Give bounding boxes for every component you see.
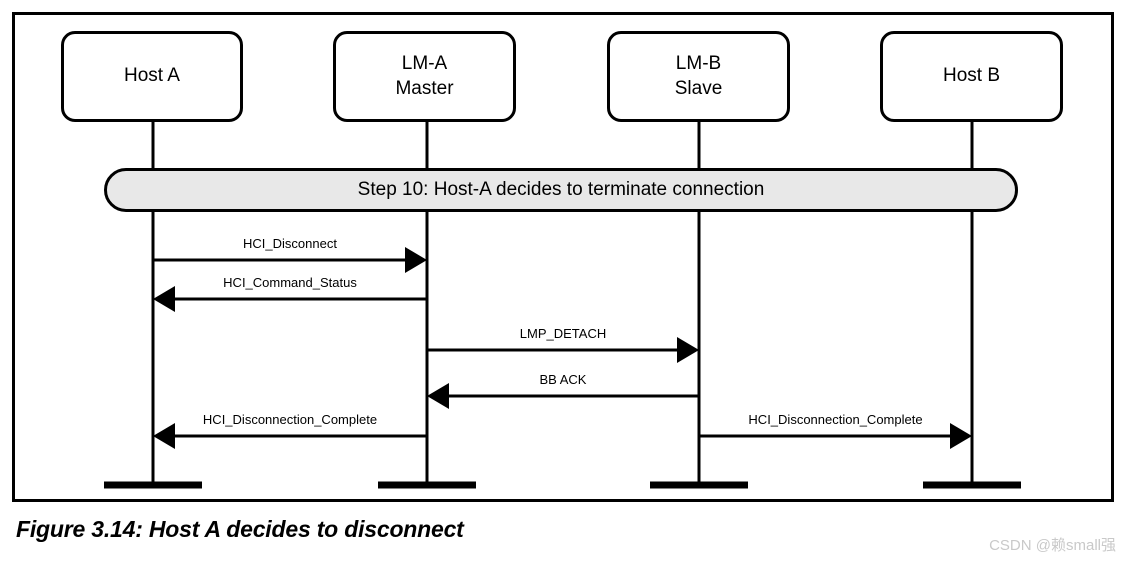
participant-lm-a-label-2: Master [395, 77, 454, 99]
step-banner-label: Step 10: Host-A decides to terminate con… [357, 179, 765, 200]
participant-host-a-label-1: Host A [124, 65, 180, 87]
participant-host-b[interactable]: Host B [880, 31, 1063, 122]
msg-hci-command-status-label: HCI_Command_Status [223, 275, 357, 290]
watermark: CSDN @赖small强 [989, 537, 1116, 554]
msg-hci-disconnection-complete-a-label: HCI_Disconnection_Complete [202, 412, 378, 427]
msg-lmp-detach-label: LMP_DETACH [519, 326, 607, 341]
participant-lm-a[interactable]: LM-A Master [333, 31, 516, 122]
msg-hci-disconnection-complete-b-label: HCI_Disconnection_Complete [748, 412, 923, 427]
msg-hci-disconnect-label: HCI_Disconnect [243, 236, 337, 251]
step-banner[interactable]: Step 10: Host-A decides to terminate con… [104, 168, 1018, 212]
participant-lm-b-label-2: Slave [674, 77, 723, 99]
participant-lm-a-label-1: LM-A [401, 53, 448, 75]
participant-lm-b-label-1: LM-B [675, 53, 722, 75]
figure-caption: Figure 3.14: Host A decides to disconnec… [16, 516, 464, 542]
participant-host-b-label-1: Host B [942, 65, 1001, 87]
participant-host-a[interactable]: Host A [61, 31, 243, 122]
participant-lm-b[interactable]: LM-B Slave [607, 31, 790, 122]
msg-bb-ack-label: BB ACK [539, 372, 587, 387]
